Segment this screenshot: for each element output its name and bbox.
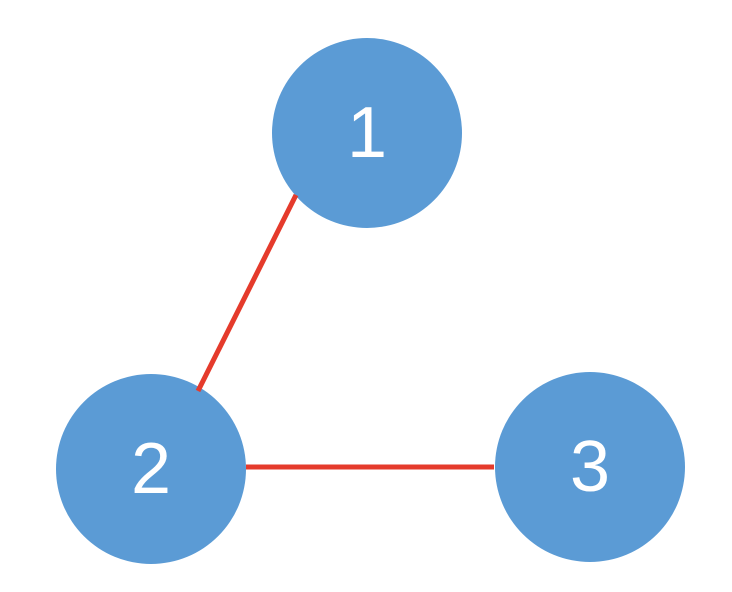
node-2-label: 2 bbox=[130, 429, 172, 509]
node-1-label: 1 bbox=[346, 93, 388, 173]
node-1: 1 bbox=[272, 38, 462, 228]
node-3: 3 bbox=[495, 372, 685, 562]
node-3-label: 3 bbox=[569, 427, 611, 507]
node-2: 2 bbox=[56, 374, 246, 564]
edge-1-2 bbox=[195, 193, 299, 393]
